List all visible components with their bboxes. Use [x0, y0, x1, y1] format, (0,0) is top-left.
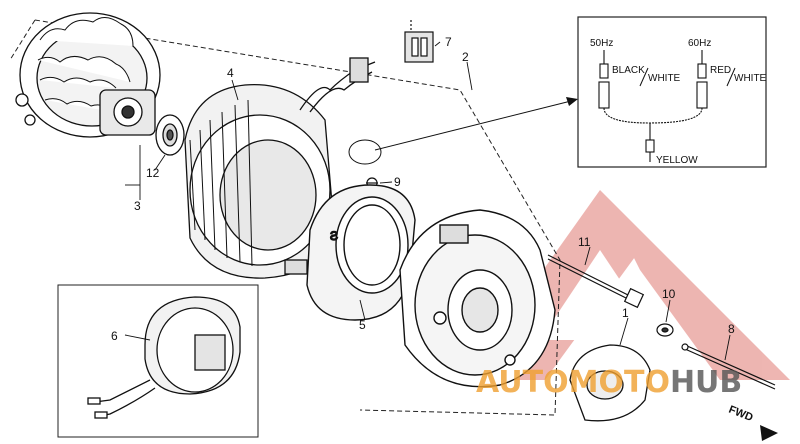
- inset-pointer-arrow: [348, 97, 578, 165]
- through-bolt-part: [681, 343, 776, 390]
- bracket-part: [569, 344, 651, 422]
- wiring-inset: 50Hz 60Hz BLACK WHITE RED WHITE YELLOW: [590, 38, 767, 166]
- svg-text:AUTOMOTOHUB: AUTOMOTOHUB: [476, 365, 742, 400]
- fwd-arrow-icon: [760, 425, 778, 441]
- sensor-ring-part: [87, 296, 241, 419]
- callout-8: 8: [728, 322, 735, 336]
- watermark-text-auto: AUTO: [476, 365, 569, 400]
- callout-10: 10: [662, 287, 676, 301]
- callout-4: 4: [227, 66, 234, 80]
- callout-9: 9: [394, 175, 401, 189]
- watermark-triangle-inner: [540, 250, 660, 340]
- freq-right-label: 60Hz: [688, 38, 711, 49]
- watermark-triangle-right: [600, 190, 790, 380]
- stator-assembly: [184, 57, 376, 279]
- freq-left-label: 50Hz: [590, 38, 613, 49]
- callout-11: 11: [578, 235, 591, 249]
- end-cover-part: [399, 209, 556, 388]
- svg-text:Ƨ: Ƨ: [330, 229, 338, 243]
- part-6-frame: [57, 284, 259, 438]
- watermark-text-hub: HUB: [670, 365, 742, 400]
- assembly-frame: [9, 19, 561, 416]
- watermark-wordmark: AUTOMOTOHUB: [476, 365, 742, 400]
- callout-5: 5: [359, 318, 366, 332]
- callout-3: 3: [134, 199, 141, 213]
- wire-common-color: YELLOW: [656, 155, 698, 166]
- callout-7: 7: [445, 35, 452, 49]
- wire-left-color-a: BLACK: [612, 65, 645, 76]
- wire-right-color-b: WHITE: [734, 73, 767, 84]
- callout-6: 6: [111, 329, 118, 343]
- connector-part: [404, 20, 434, 63]
- fwd-label: FWD: [727, 404, 755, 425]
- rotor-assembly: [15, 12, 161, 138]
- wire-left-slash: [639, 67, 649, 87]
- bearing-part: [155, 114, 185, 156]
- long-bolt-part: [547, 254, 645, 309]
- wiring-inset-frame: [577, 16, 767, 168]
- callout-numbers: 1 2 3 4 5 6 7 8 9 10 11 12: [111, 35, 735, 343]
- callout-2: 2: [462, 50, 469, 64]
- ring-part: Ƨ: [306, 184, 416, 321]
- wire-right-color-a: RED: [710, 65, 731, 76]
- callout-12: 12: [146, 166, 160, 180]
- washer-part: [656, 323, 674, 337]
- wire-left-color-b: WHITE: [648, 73, 681, 84]
- forward-direction: FWD: [727, 404, 778, 441]
- leader-lines: [124, 41, 731, 361]
- callout-1: 1: [622, 306, 629, 320]
- wire-right-slash: [726, 67, 736, 87]
- watermark-text-moto: MOTO: [569, 365, 670, 400]
